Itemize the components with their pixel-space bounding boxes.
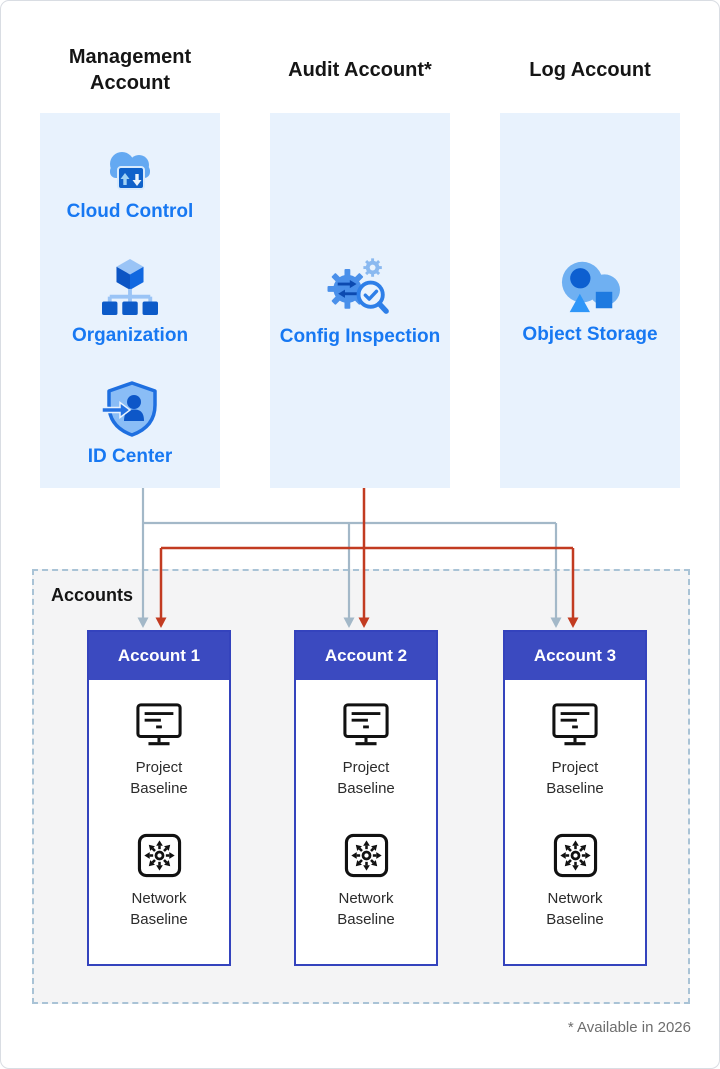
log-account-panel: Object Storage <box>500 113 680 488</box>
organization-label: Organization <box>71 324 189 346</box>
project-baseline-icon <box>550 702 600 748</box>
account-card-3: Account 3 Project Baseline Network Basel… <box>503 630 647 966</box>
column-title-audit: Audit Account* <box>270 37 450 103</box>
project-baseline-icon <box>341 702 391 748</box>
column-title-log: Log Account <box>500 37 680 103</box>
id-center-label: ID Center <box>87 446 173 467</box>
network-baseline-label: Network Baseline <box>337 890 395 928</box>
service-organization: Organization <box>40 257 220 347</box>
accounts-container: Accounts Account 1 Project Baseline Netw… <box>32 569 690 1004</box>
column-title-management-text: Management Account <box>68 46 192 94</box>
audit-account-panel: Config Inspection <box>270 113 450 488</box>
object-storage-label: Object Storage <box>522 323 658 345</box>
project-baseline-label: Project Baseline <box>337 759 395 797</box>
service-object-storage: Object Storage <box>522 256 658 346</box>
cloud-control-icon <box>101 145 159 193</box>
id-center-icon <box>100 380 160 438</box>
account-1-body: Project Baseline Network Baseline <box>89 680 229 930</box>
project-baseline-label: Project Baseline <box>130 759 188 797</box>
service-cloud-control: Cloud Control <box>40 145 220 223</box>
column-title-log-text: Log Account <box>529 59 651 81</box>
config-inspection-icon <box>324 254 396 318</box>
cloud-control-label: Cloud Control <box>66 201 194 222</box>
account-2-header: Account 2 <box>296 632 436 680</box>
object-storage-icon <box>556 256 624 316</box>
accounts-label: Accounts <box>51 585 134 605</box>
service-id-center: ID Center <box>40 380 220 468</box>
account-1-header: Account 1 <box>89 632 229 680</box>
service-config-inspection: Config Inspection <box>280 254 440 348</box>
network-baseline-label: Network Baseline <box>130 890 188 928</box>
project-baseline-label: Project Baseline <box>546 759 604 797</box>
account-3-body: Project Baseline Network Baseline <box>505 680 645 930</box>
footnote: * Available in 2026 <box>567 1019 691 1036</box>
network-baseline-icon <box>137 833 182 878</box>
column-title-audit-text: Audit Account* <box>288 59 432 81</box>
network-baseline-label: Network Baseline <box>546 890 604 928</box>
account-card-2: Account 2 Project Baseline Network Basel… <box>294 630 438 966</box>
network-baseline-icon <box>344 833 389 878</box>
config-inspection-label: Config Inspection <box>279 325 441 347</box>
account-card-1: Account 1 Project Baseline Network Basel… <box>87 630 231 966</box>
management-account-panel: Cloud Control Organization ID Center <box>40 113 220 488</box>
account-3-header: Account 3 <box>505 632 645 680</box>
organization-icon <box>102 257 158 317</box>
account-2-body: Project Baseline Network Baseline <box>296 680 436 930</box>
project-baseline-icon <box>134 702 184 748</box>
column-title-management: Management Account <box>40 37 220 103</box>
network-baseline-icon <box>553 833 598 878</box>
